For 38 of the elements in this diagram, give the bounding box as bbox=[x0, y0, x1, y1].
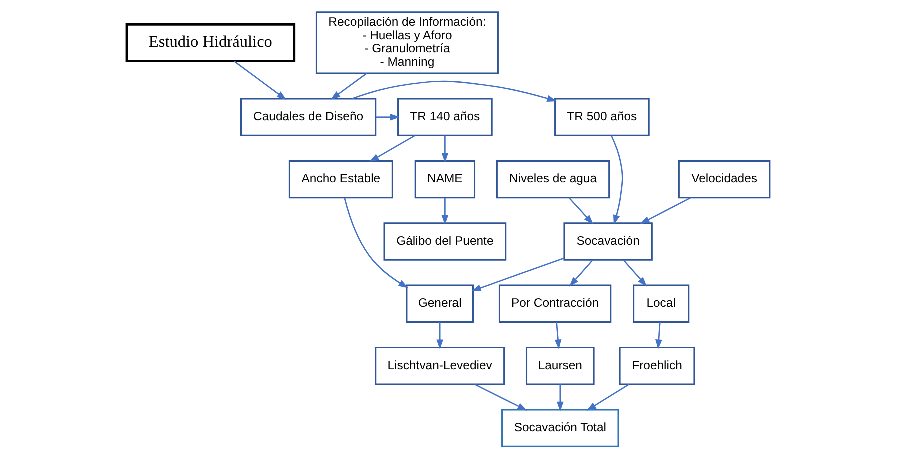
node-box: Socavación bbox=[564, 222, 653, 261]
node-box: Socavación Total bbox=[502, 409, 620, 448]
node-box: General bbox=[406, 284, 474, 324]
arrow bbox=[471, 258, 565, 292]
node-box: Por Contracción bbox=[498, 284, 612, 324]
node-box: Niveles de agua bbox=[496, 160, 610, 199]
arrow bbox=[376, 114, 400, 121]
arrow bbox=[330, 73, 368, 100]
arrow bbox=[569, 260, 594, 287]
arrow bbox=[623, 260, 648, 287]
node-box: Local bbox=[633, 284, 690, 324]
node-box: TR 140 años bbox=[398, 98, 493, 136]
arrow bbox=[436, 322, 444, 350]
node-box: Velocidades bbox=[678, 160, 771, 199]
arrow bbox=[474, 384, 528, 411]
node-box: TR 500 años bbox=[554, 98, 650, 136]
arrow bbox=[556, 384, 564, 412]
arrow bbox=[344, 198, 409, 288]
node-box: Gálibo del Puente bbox=[384, 222, 507, 261]
arrow bbox=[234, 60, 287, 100]
arrow bbox=[442, 198, 449, 226]
node-box: NAME bbox=[414, 160, 476, 199]
node-box: Caudales de Diseño bbox=[240, 98, 377, 136]
arrow bbox=[610, 135, 624, 225]
arrow bbox=[554, 322, 562, 350]
arrow bbox=[568, 198, 594, 225]
arrow bbox=[586, 384, 630, 411]
arrow bbox=[352, 80, 558, 102]
arrow bbox=[656, 322, 662, 350]
node-box: Recopilación de Información: - Huellas y Aforo - Granulometría - Manning bbox=[316, 12, 499, 74]
node-box: Laursen bbox=[526, 347, 595, 386]
node-box: Froehlich bbox=[619, 347, 696, 386]
node-box: Estudio Hidráulico bbox=[126, 23, 296, 63]
arrow bbox=[442, 136, 449, 163]
arrow bbox=[369, 135, 416, 162]
node-box: Lischtvan-Levediev bbox=[375, 347, 506, 386]
arrow bbox=[640, 197, 692, 224]
node-box: Ancho Estable bbox=[288, 160, 394, 199]
